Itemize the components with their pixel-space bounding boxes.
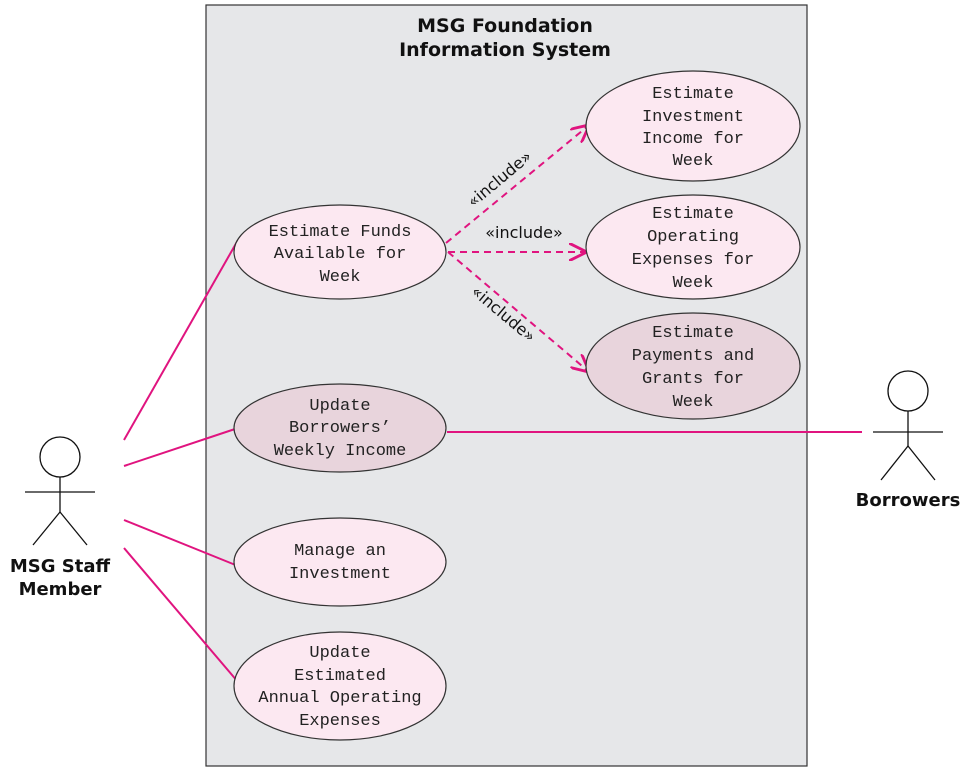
use-case-estimate-payments-grants[interactable]: Estimate Payments and Grants for Week <box>585 312 801 420</box>
use-case-estimate-operating-expenses[interactable]: Estimate Operating Expenses for Week <box>585 194 801 300</box>
use-case-label-line: Income for <box>642 130 744 149</box>
use-case-label-line: Annual Operating <box>258 689 421 708</box>
actor-head-icon <box>39 436 81 478</box>
assoc-staff-estimate-funds <box>123 239 239 441</box>
use-case-update-annual-expenses[interactable]: Update Estimated Annual Operating Expens… <box>233 631 447 741</box>
use-case-label-line: Expenses for <box>632 251 754 270</box>
assoc-staff-update-borrowers <box>123 427 239 467</box>
use-case-label-line: Investment <box>642 108 744 127</box>
use-case-label-line: Estimate <box>652 324 734 343</box>
include-label-2: «include» <box>485 223 563 242</box>
use-case-label-line: Estimate Funds <box>269 223 412 242</box>
include-arrows <box>445 126 588 371</box>
use-case-estimate-funds[interactable]: Estimate Funds Available for Week <box>233 204 447 300</box>
use-case-label-line: Expenses <box>299 712 381 731</box>
use-case-label-line: Manage an <box>294 542 386 561</box>
use-case-label-line: Investment <box>289 565 391 584</box>
actor-staff-member[interactable] <box>25 436 95 546</box>
system-title-line2: Information System <box>399 39 611 61</box>
use-case-label-line: Estimated <box>294 667 386 686</box>
actor-staff-label-line1: MSG Staff <box>10 556 111 577</box>
use-case-label-line: Estimate <box>652 85 734 104</box>
use-case-label-line: Operating <box>647 228 739 247</box>
use-case-label-line: Grants for <box>642 370 744 389</box>
use-case-label-line: Available for <box>274 245 407 264</box>
include-arrow-payments-grants <box>447 251 588 371</box>
use-case-label-line: Week <box>673 393 714 412</box>
use-case-estimate-investment-income[interactable]: Estimate Investment Income for Week <box>585 70 801 182</box>
system-title-line1: MSG Foundation <box>417 15 593 37</box>
assoc-staff-manage-investment <box>123 519 239 567</box>
use-case-label-line: Week <box>673 152 714 171</box>
use-case-label-line: Estimate <box>652 205 734 224</box>
use-case-update-borrowers-income[interactable]: Update Borrowers’ Weekly Income <box>233 383 447 473</box>
actor-borrowers[interactable] <box>873 370 943 481</box>
associations <box>123 239 862 683</box>
actor-staff-label-line2: Member <box>19 579 102 600</box>
use-case-label-line: Week <box>320 268 361 287</box>
use-case-label-line: Update <box>309 397 370 416</box>
use-case-manage-investment[interactable]: Manage an Investment <box>233 517 447 607</box>
use-case-label-line: Borrowers’ <box>289 419 391 438</box>
use-case-label-line: Weekly Income <box>274 442 407 461</box>
actor-borrowers-label: Borrowers <box>856 490 961 511</box>
include-arrow-investment-income <box>445 126 588 244</box>
actor-head-icon <box>887 370 929 412</box>
use-case-label-line: Update <box>309 644 370 663</box>
use-case-label-line: Week <box>673 274 714 293</box>
use-case-label-line: Payments and <box>632 347 754 366</box>
assoc-staff-update-annual-expenses <box>123 547 239 683</box>
